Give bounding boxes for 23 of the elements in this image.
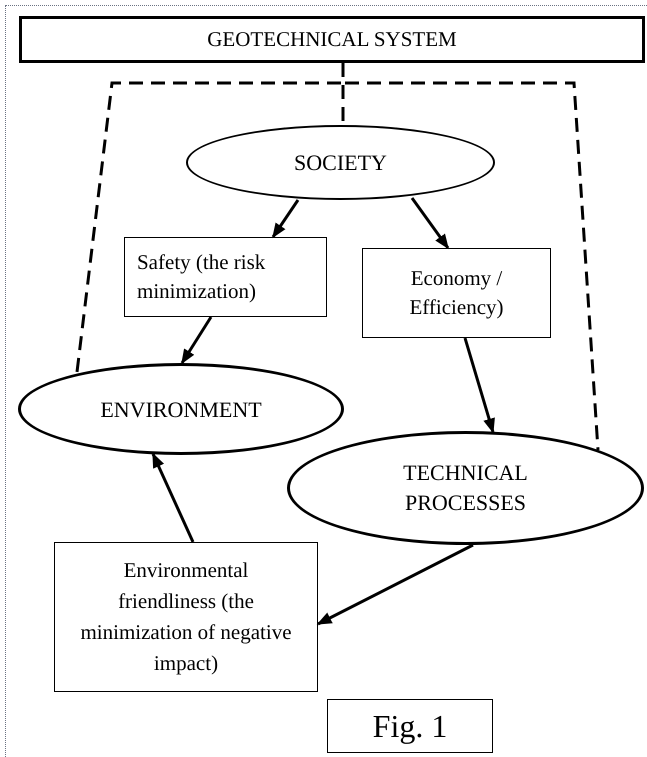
node-text: TECHNICAL PROCESSES [402,459,529,517]
node-text: Safety (the risk minimization) [137,249,266,305]
text-box [54,542,318,692]
ellipse-node [186,125,495,200]
arrow [410,197,450,250]
node-text: ENVIRONMENT [100,396,262,424]
text-box [124,237,327,317]
arrow [152,452,194,543]
node-text: GEOTECHNICAL SYSTEM [207,26,457,53]
node-text: Economy / Efficiency) [408,265,505,321]
dashed-line [342,63,600,450]
arrow [272,199,300,238]
node-text: Fig. 1 [372,707,448,746]
text-box [362,248,551,338]
ellipse-node [18,363,344,455]
arrow [316,544,474,626]
node-text: Environmental friendliness (the minimization of negative impact) [79,557,293,677]
ellipse-node [287,431,644,545]
figure-label-box [327,699,493,753]
arrow [464,338,495,434]
arrow [180,316,212,364]
text-box [19,16,645,63]
node-text: SOCIETY [294,149,387,177]
